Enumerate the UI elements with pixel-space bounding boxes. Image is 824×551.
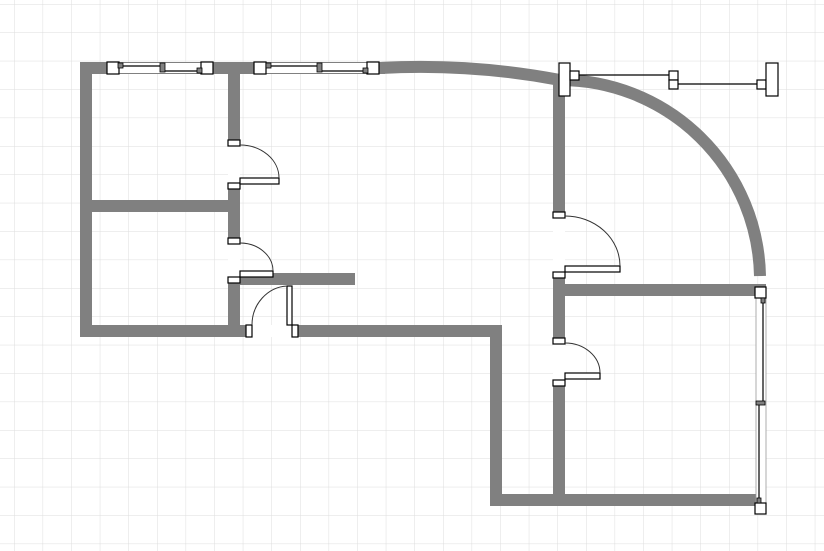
wall-right-vertical[interactable] [553, 80, 565, 506]
window-2[interactable] [253, 61, 380, 75]
window-4[interactable] [754, 286, 767, 515]
wall-left[interactable] [80, 62, 92, 337]
door-2[interactable] [227, 237, 274, 284]
door-1[interactable] [227, 139, 280, 190]
wall-inner-vertical[interactable] [228, 62, 240, 337]
wall-right-horizontal[interactable] [565, 284, 766, 296]
wall-inner-horizontal[interactable] [92, 200, 228, 212]
door-4[interactable] [552, 211, 621, 279]
wall-curved[interactable] [379, 60, 766, 277]
wall-bottom-right[interactable] [490, 494, 760, 506]
door-5[interactable] [552, 337, 601, 387]
window-3[interactable] [558, 62, 779, 97]
window-1[interactable] [106, 61, 214, 75]
wall-lower-step[interactable] [490, 325, 502, 506]
door-3[interactable] [245, 285, 299, 338]
